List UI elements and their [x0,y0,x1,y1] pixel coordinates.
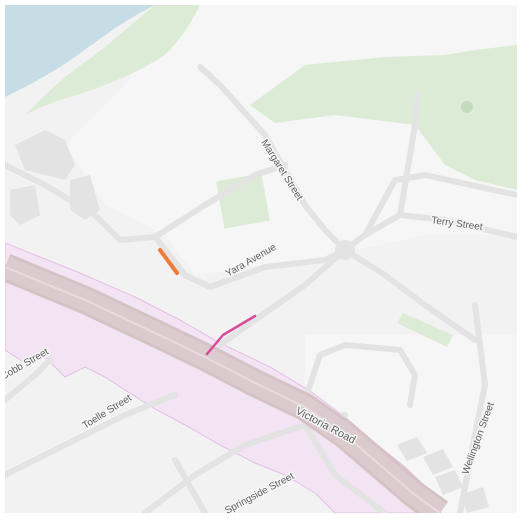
park-north-left [25,5,200,115]
map-view[interactable]: Margaret Street Terry Street Yara Avenue… [5,5,517,513]
route-segment-orange [158,248,179,275]
road-south-lower [172,457,208,513]
park-marker [461,101,473,113]
road-north-vertical [397,92,420,218]
road-toelle-street [5,392,178,478]
road-south-connector [302,422,388,513]
route-segment-pink [205,314,257,356]
highway-victoria-road [5,254,449,513]
road-margaret-street [197,64,348,253]
road-south-diagonal [217,247,348,348]
road-west-curve [5,162,288,243]
road-wellington-street [457,302,488,513]
buildings [10,130,489,513]
road-roundabout [335,240,355,260]
park-strip [397,313,453,347]
roads [5,64,517,513]
road-cobb-street [5,357,53,403]
road-east-spur [342,247,478,343]
road-north-east [362,172,517,238]
road-south-loop [302,342,418,408]
road-yara-avenue [152,234,348,290]
water-body [5,5,155,97]
park-north-right [250,45,517,190]
